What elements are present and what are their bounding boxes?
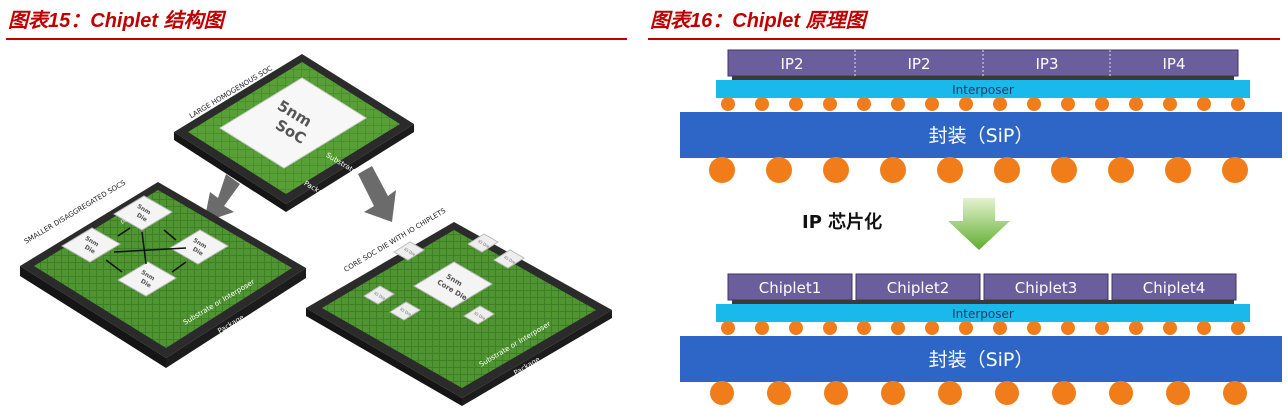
- core-die: 5nm Core Die: [413, 261, 493, 309]
- io-chip-5: IO Die: [389, 301, 421, 321]
- io-chip-6: IO Die: [463, 305, 495, 325]
- chiplet-principle-diagram: IP2 IP2 IP3 IP4 Interposer 封装（SiP） IP 芯片…: [680, 49, 1282, 405]
- d2d-links: [105, 227, 187, 273]
- top-package-label: 封装（SiP）: [929, 125, 1034, 147]
- bottom-interposer: [716, 304, 1250, 322]
- bottom-c4-bumps: [721, 321, 1245, 335]
- die-right-line2: Die: [191, 246, 204, 258]
- io-chiplet-package: 5nm Core Die IO Die IO Die IO Die IO Die…: [306, 206, 612, 406]
- io-chip-2: IO Die: [467, 233, 499, 253]
- chiplet-3-block: [983, 273, 1109, 301]
- die-top-line2: Die: [135, 212, 148, 224]
- large-soc-package: 5nm SoC Substrate Package LARGE HOMOGENO…: [174, 54, 414, 212]
- left-figure-title: 图表15：Chiplet 结构图: [8, 10, 224, 32]
- io-chip-3-label: IO Die: [503, 254, 517, 265]
- right-figure-title: 图表16：Chiplet 原理图: [650, 10, 866, 32]
- io-chip-5-label: IO Die: [399, 306, 413, 317]
- ip-chipletization-label: IP 芯片化: [802, 211, 882, 233]
- io-chip-2-label: IO Die: [477, 238, 491, 249]
- down-arrow-icon: [948, 198, 1010, 250]
- top-interposer-label: Interposer: [952, 83, 1014, 97]
- chiplet-4-block: [1111, 273, 1237, 301]
- right-title-rule: [648, 38, 1280, 40]
- arrow-to-disaggregated: [204, 174, 240, 222]
- bottom-package: [680, 336, 1282, 382]
- large-soc-die: [219, 77, 367, 169]
- io-chip-4-label: IO Die: [373, 290, 387, 301]
- io-chip-6-label: IO Die: [473, 310, 487, 321]
- die-left-line2: Die: [83, 244, 96, 256]
- bottom-package-label: 封装（SiP）: [929, 349, 1034, 371]
- top-package: [680, 112, 1282, 158]
- top-block-3: IP3: [1035, 55, 1058, 73]
- io-chip-4: IO Die: [363, 285, 395, 305]
- die-bottom-line2: Die: [139, 278, 152, 290]
- disaggregated-soc-package: 5nm Die 5nm Die 5nm Die 5nm Die D2D S: [20, 179, 306, 368]
- top-c4-bumps: [721, 97, 1245, 111]
- bottom-micro-bumps: [732, 300, 1234, 304]
- top-bga-balls: [709, 157, 1248, 183]
- bottom-block-2: Chiplet2: [887, 279, 950, 297]
- chiplet-structure-diagram: 5nm SoC Substrate Package LARGE HOMOGENO…: [20, 54, 612, 406]
- top-interposer: [716, 80, 1250, 98]
- top-block-2: IP2: [907, 55, 930, 73]
- left-title-rule: [6, 38, 627, 40]
- bottom-interposer-label: Interposer: [952, 307, 1014, 321]
- arrow-to-io-chiplets: [358, 166, 396, 222]
- chiplet-2-block: [855, 273, 981, 301]
- top-block-4: IP4: [1162, 55, 1185, 73]
- top-block-1: IP2: [780, 55, 803, 73]
- die-bottom: 5nm Die: [117, 261, 177, 297]
- bottom-block-3: Chiplet3: [1015, 279, 1078, 297]
- die-right: 5nm Die: [169, 229, 229, 265]
- d2d-label: D2D: [120, 215, 133, 226]
- top-stack: IP2 IP2 IP3 IP4 Interposer 封装（SiP）: [680, 49, 1282, 183]
- bottom-block-1: Chiplet1: [759, 279, 822, 297]
- io-chip-3: IO Die: [493, 249, 525, 269]
- top-micro-bumps: [732, 76, 1234, 80]
- bottom-stack: Chiplet1 Chiplet2 Chiplet3 Chiplet4 Inte…: [680, 273, 1282, 405]
- io-chip-1-label: IO Die: [403, 246, 417, 257]
- io-chip-1: IO Die: [393, 241, 425, 261]
- bottom-bga-balls: [710, 381, 1247, 405]
- die-top: 5nm Die: [113, 195, 173, 231]
- die-left: 5nm Die: [61, 227, 121, 263]
- bottom-block-4: Chiplet4: [1143, 279, 1206, 297]
